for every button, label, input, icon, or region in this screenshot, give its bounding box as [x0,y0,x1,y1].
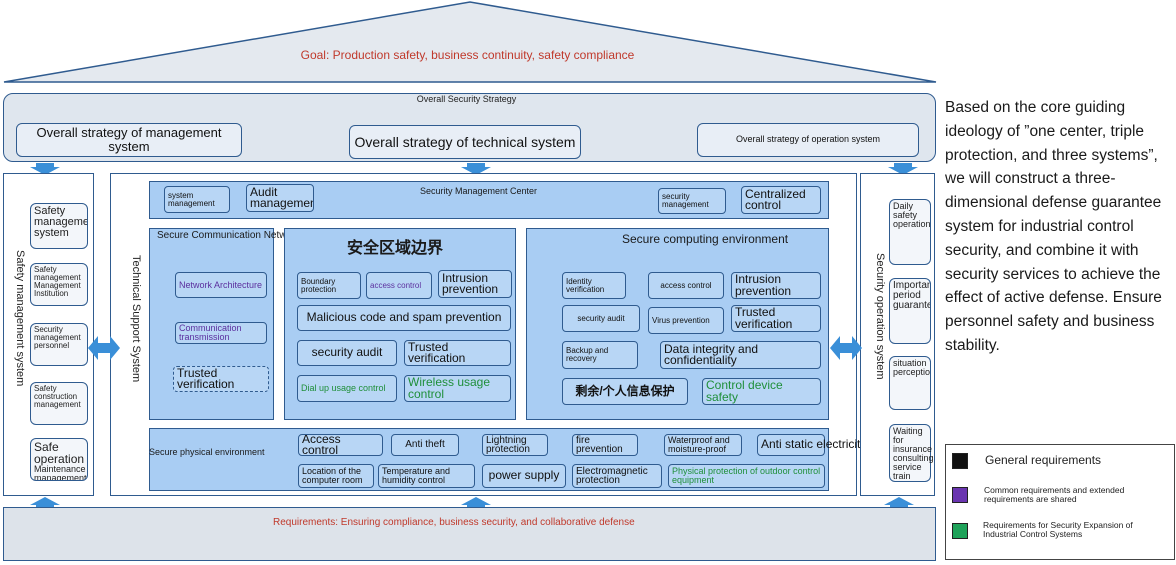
legend-swatch-general [952,453,968,469]
computing-security-audit: security audit [562,305,640,332]
identity-verification: Identity verification [562,272,626,299]
left-item-maintenance: Maintenance management [34,464,87,481]
audit-management: Audit management [246,184,314,212]
right-item: Daily safety operation [889,199,931,265]
power-supply: power supply [482,464,566,488]
computing-access-control: access control [648,272,724,299]
malicious-code-prevention: Malicious code and spam prevention [297,305,511,331]
left-item-safe-operation: Safe operation [34,440,85,466]
electromagnetic-protection: Electromagnetic protection [572,464,662,488]
backup-recovery: Backup and recovery [562,341,638,369]
right-item: situation perception [889,356,931,410]
arrow-down-icon [30,163,60,175]
legend [945,444,1175,560]
double-arrow-icon [830,336,862,360]
computing-title: Secure computing environment [622,232,789,246]
roof-triangle [3,1,937,83]
waterproof: Waterproof and moisture-proof [664,434,742,456]
security-operation-title: Security operation system [874,253,886,380]
technical-support-title: Technical Support System [130,255,142,383]
legend-label: Requirements for Security Expansion of I… [983,520,1133,539]
legend-swatch-common [952,487,968,503]
right-item: Important period guarantee [889,278,931,344]
security-management: security management [658,188,726,214]
legend-label: Common requirements and extended require… [984,485,1125,504]
boundary-access-control: access control [366,272,432,299]
computing-intrusion-prevention: Intrusion prevention [731,272,821,299]
centralized-control: Centralized control [741,186,821,214]
strategy-title: Overall Security Strategy [416,94,517,104]
strategy-technical: Overall strategy of technical system [349,125,581,159]
left-item: Safety management Management Institution [30,263,88,306]
requirements-text: Requirements: Ensuring compliance, busin… [273,517,635,528]
anti-static: Anti static electricity [757,434,866,456]
virus-prevention: Virus prevention [648,307,724,334]
communication-network-title: Secure Communication Network [157,230,301,241]
legend-swatch-industrial [952,523,968,539]
boundary-trusted-verification: Trusted verification [404,340,511,366]
trusted-verification: Trusted verification [173,366,269,392]
boundary-intrusion-prevention: Intrusion prevention [438,270,512,298]
right-item: Waiting for insurance consulting service… [889,424,934,482]
left-item: Safety construction management [30,382,88,425]
wireless-control: Wireless usage control [404,375,511,402]
strategy-management: Overall strategy of management system [16,123,242,157]
boundary-title: 安全区域边界 [347,240,444,257]
arrow-up-icon [884,497,914,509]
left-item: Safety management system [30,203,88,249]
boundary-protection: Boundary protection [297,272,361,299]
left-item: Security management personnel [30,323,88,366]
computer-room-location: Location of the computer room [298,464,374,488]
boundary-security-audit: security audit [297,340,397,366]
arrow-down-icon [461,163,491,175]
data-integrity: Data integrity and confidentiality [660,341,821,369]
network-architecture: Network Architecture [175,272,267,298]
legend-label: General requirements [985,453,1102,467]
description-paragraph: Based on the core guiding ideology of ”o… [945,99,1162,354]
dial-up-control: Dial up usage control [297,375,397,402]
temperature-humidity: Temperature and humidity control [378,464,475,488]
anti-theft: Anti theft [391,434,459,456]
safety-management-title: Safety management system [14,250,26,387]
arrow-up-icon [30,497,60,509]
outdoor-equipment-protection: Physical protection of outdoor control e… [668,464,825,488]
lightning-protection: Lightning protection [482,434,548,456]
physical-title: Secure physical environment [149,447,265,457]
fire-prevention: fire prevention [572,434,638,456]
requirements-band [3,507,936,561]
residual-info-protection: 剩余/个人信息保护 [562,378,688,405]
arrow-down-icon [888,163,918,175]
communication-transmission: Communication transmission [175,322,267,344]
goal-text: Goal: Production safety, business contin… [300,48,635,62]
management-center-title: Security Management Center [420,186,538,196]
control-device-safety: Control device safety [702,378,821,405]
arrow-up-icon [461,497,491,509]
system-management: system management [164,186,230,213]
physical-access-control: Access control [298,434,383,456]
double-arrow-icon [88,336,120,360]
left-item: Safe operation Maintenance management [30,438,88,481]
computing-trusted-verification: Trusted verification [731,305,821,332]
strategy-operation: Overall strategy of operation system [697,123,919,157]
